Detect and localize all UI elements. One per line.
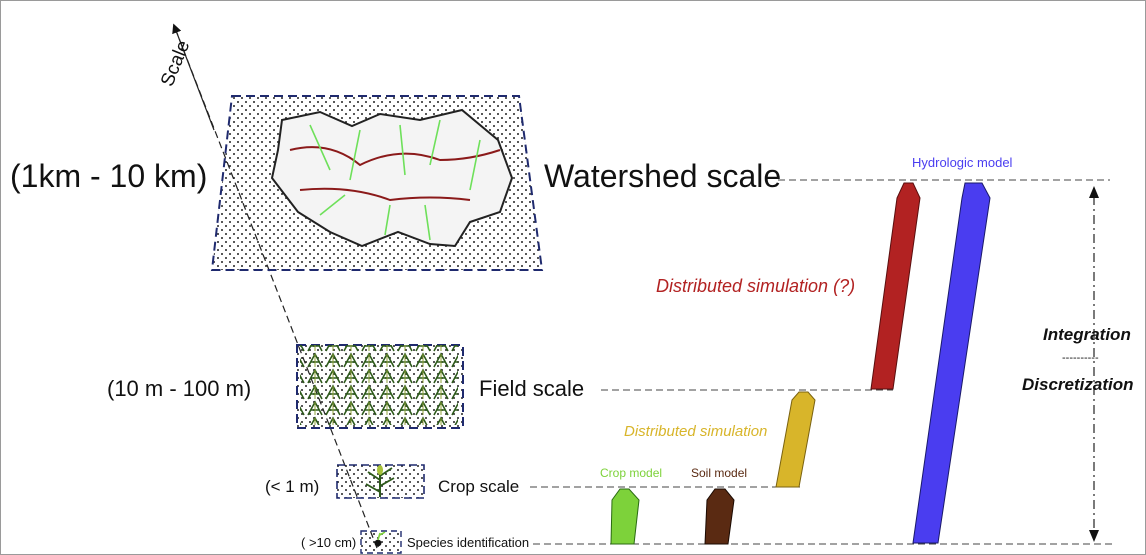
soil-model-bar [704, 488, 735, 545]
seedling-icon [374, 531, 386, 547]
watershed-range-label: (1km - 10 km) [10, 158, 208, 194]
crop-model-label: Crop model [600, 466, 663, 480]
discretization-label: Discretization [1022, 375, 1134, 394]
field-range-label: (10 m - 100 m) [107, 376, 252, 401]
field-scale-label: Field scale [479, 376, 585, 401]
species-scale-label: Species identification [407, 535, 530, 550]
integration-label: Integration [1043, 325, 1131, 344]
secondary-river [299, 187, 471, 202]
hydrologic-model-bar [912, 182, 991, 544]
watershed-scale-label: Watershed scale [544, 158, 782, 194]
crop-scale-label: Crop scale [438, 477, 520, 496]
scale-axis-arrow [172, 23, 215, 131]
crop-rows [300, 345, 458, 425]
species-range-label: ( >10 cm) [301, 535, 357, 550]
integration-arrow-up [1089, 186, 1099, 198]
hydrologic-model-label: Hydrologic model [912, 155, 1013, 170]
discretization-arrow-down [1089, 530, 1099, 542]
distributed-simulation-q-label: Distributed simulation (?) [656, 276, 856, 296]
distributed-simulation-label: Distributed simulation [624, 423, 768, 440]
integration-divider: ---------- [1062, 352, 1099, 364]
main-river [289, 146, 501, 167]
crop-model-bar [610, 488, 640, 545]
maize-plant-icon [365, 465, 395, 497]
soil-model-label: Soil model [691, 466, 748, 480]
tributaries [309, 119, 481, 241]
watershed-map [270, 108, 514, 248]
distributed-simulation-bar [775, 391, 816, 488]
crop-range-label: (< 1 m) [265, 477, 320, 496]
distributed-simulation-q-bar [870, 182, 921, 390]
